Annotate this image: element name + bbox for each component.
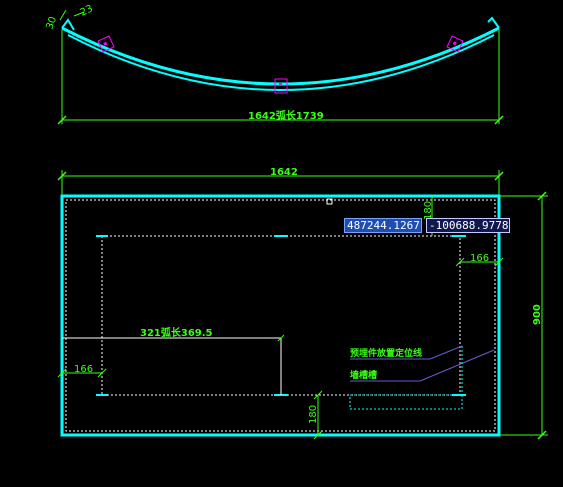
angle-label-left: 30 — [44, 15, 59, 31]
curved-panel-left-hook — [61, 18, 75, 31]
front-view: 1642 — [57, 167, 548, 440]
top-view: 30 23 1642弧长1739 — [44, 3, 504, 125]
cursor-y-coordinate-input[interactable]: -100688.9778 — [426, 218, 510, 233]
curved-panel-inner-edge — [67, 34, 495, 91]
arc-length-label: 321弧长369.5 — [140, 326, 213, 339]
top-offset-label: 180 — [423, 201, 434, 220]
left-offset-dimension: 166 — [57, 364, 107, 378]
right-offset-dimension: 166 — [455, 253, 504, 267]
note-embed-position-line: 预埋件放置定位线 — [350, 347, 422, 359]
top-width-label: 1642弧长1739 — [248, 109, 324, 122]
annotation-notes: 预埋件放置定位线 墙槽槽 — [349, 345, 495, 410]
bottom-offset-dimension: 180 — [308, 390, 323, 440]
embedded-part-marker-right — [446, 35, 464, 53]
height-dimension: 900 — [499, 191, 548, 440]
front-width-dimension: 1642 — [57, 167, 504, 196]
right-offset-label: 166 — [470, 253, 489, 264]
panel-outline — [60, 194, 501, 437]
front-width-label: 1642 — [270, 167, 298, 178]
height-label: 900 — [532, 304, 543, 325]
note-groove: 墙槽槽 — [350, 369, 377, 381]
curved-panel-outer-edge — [61, 26, 500, 86]
groove-dashed-box — [349, 394, 463, 410]
embedded-part-marker-left — [97, 35, 115, 53]
left-offset-label: 166 — [74, 364, 93, 375]
bottom-offset-label: 180 — [308, 405, 319, 424]
arc-length-dimension: 321弧长369.5 — [62, 326, 285, 395]
angle-label-right: 23 — [79, 3, 95, 18]
panel-inner-dashed — [65, 199, 496, 432]
embedded-part-marker-center — [274, 78, 288, 94]
top-width-dimension: 1642弧长1739 — [57, 30, 504, 125]
curved-panel-right-hook — [487, 16, 500, 29]
cursor-x-coordinate-input[interactable]: 487244.1267 — [344, 218, 422, 233]
cursor-pickbox — [326, 198, 333, 205]
